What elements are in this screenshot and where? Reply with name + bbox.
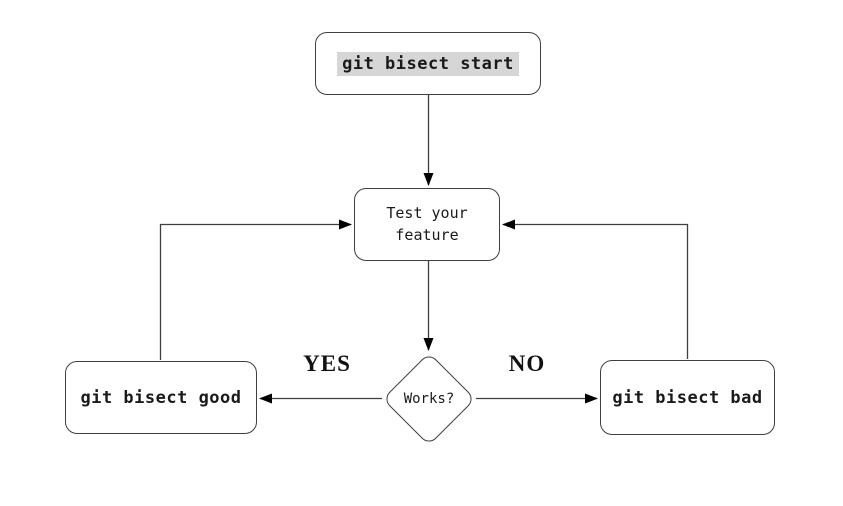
node-git-bisect-start-label: git bisect start: [337, 51, 519, 76]
node-git-bisect-good-label: git bisect good: [80, 387, 242, 408]
node-git-bisect-bad-label: git bisect bad: [612, 387, 763, 408]
node-git-bisect-good: git bisect good: [65, 361, 257, 434]
node-test-your-feature: Test your feature: [354, 188, 500, 261]
decision-label-text: Works?: [403, 391, 455, 407]
edge-label-yes: YES: [303, 351, 351, 376]
edge-label-no: NO: [508, 351, 546, 376]
node-decision-label: Works?: [383, 353, 475, 445]
node-git-bisect-start: git bisect start: [315, 32, 541, 95]
edge-good-to-test: [159, 219, 352, 360]
edge-bad-to-test: [502, 219, 689, 359]
node-git-bisect-bad: git bisect bad: [600, 360, 775, 435]
node-test-your-feature-label: Test your feature: [386, 203, 468, 244]
